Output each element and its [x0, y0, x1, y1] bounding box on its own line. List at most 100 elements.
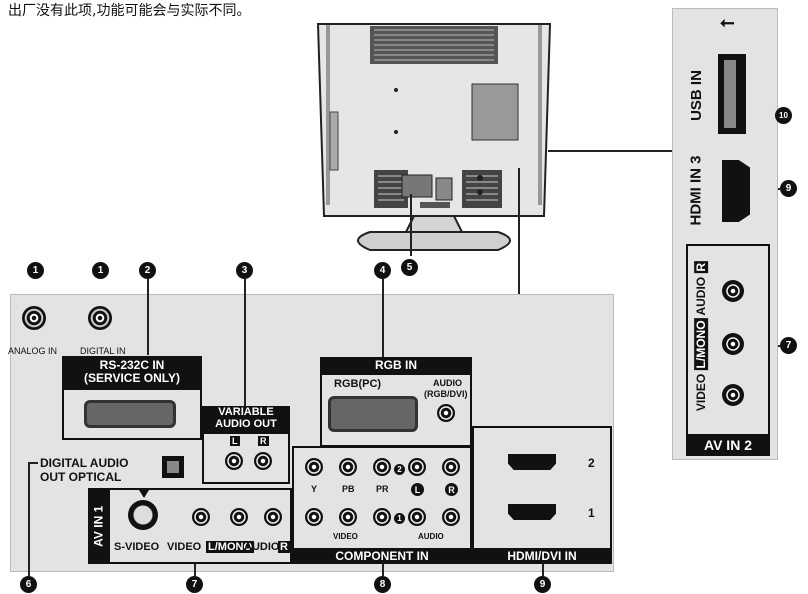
- callout-9-side: 9: [780, 180, 797, 197]
- component-y-label: Y: [311, 484, 318, 494]
- callout-10: 10: [775, 107, 792, 124]
- header-caption: 出厂没有此项,功能可能会与实际不同。: [8, 3, 251, 19]
- optical-port[interactable]: [162, 456, 184, 478]
- usb-in-text: USB IN: [687, 69, 705, 121]
- component-audio-small-label: AUDIO: [418, 532, 444, 541]
- analog-in-jack[interactable]: [22, 306, 46, 330]
- rgb-audio-line1: AUDIO: [433, 378, 462, 388]
- av1-audio-label: AUDIO: [244, 541, 280, 553]
- av1-r-label: R: [278, 541, 290, 553]
- rgb-pc-port[interactable]: [328, 396, 418, 432]
- digital-audio-line1: DIGITAL AUDIO: [40, 456, 129, 470]
- callout-1-digital: 1: [92, 262, 109, 279]
- line-to-side-panel: [548, 150, 672, 152]
- av-in-2-footer: AV IN 2: [686, 434, 770, 456]
- av2-audio-r-jack[interactable]: [722, 280, 744, 302]
- component-row2-mark: 2: [394, 464, 405, 475]
- rgb-audio-jack[interactable]: [437, 404, 455, 422]
- av-audio-l-jack[interactable]: [408, 508, 426, 526]
- component-in-footer: COMPONENT IN: [292, 548, 472, 564]
- line-8: [382, 564, 384, 576]
- av-video-jack-2[interactable]: [339, 508, 357, 526]
- av-in-1-label: AV IN 1: [91, 505, 106, 547]
- line-5: [410, 194, 412, 256]
- hdmi-in-3-label: HDMI IN 3: [674, 140, 718, 240]
- av2-label-row: VIDEO L/MONO AUDIO R: [694, 260, 709, 412]
- rs232c-line1: RS-232C IN: [99, 358, 165, 373]
- rs232c-header: RS-232C IN (SERVICE ONLY): [62, 356, 202, 388]
- av2-label-column: VIDEO L/MONO AUDIO R: [688, 246, 714, 426]
- av-row-jack-3[interactable]: [373, 508, 391, 526]
- variable-l-label: L: [230, 436, 240, 446]
- av2-audio-l-jack[interactable]: [722, 333, 744, 355]
- variable-audio-box: [202, 432, 290, 484]
- line-6h: [28, 462, 38, 464]
- tv-illustration: [312, 20, 557, 260]
- av1-video-jack[interactable]: [192, 508, 210, 526]
- analog-in-label: ANALOG IN: [8, 346, 58, 356]
- rgb-in-header: RGB IN: [320, 357, 472, 373]
- svideo-jack[interactable]: [128, 500, 158, 530]
- hdmi-in-3-text: HDMI IN 3: [687, 154, 705, 226]
- component-pb-label: PB: [342, 484, 355, 494]
- rs232c-line2: (SERVICE ONLY): [83, 371, 181, 385]
- variable-audio-l-jack[interactable]: [225, 452, 243, 470]
- av2-r-label: R: [694, 260, 709, 274]
- usb-in-label: USB IN: [674, 50, 718, 140]
- component-y-jack[interactable]: [305, 458, 323, 476]
- svideo-arrow-icon: [139, 490, 149, 498]
- hdmi-dvi-box: [472, 426, 612, 550]
- callout-1-analog: 1: [27, 262, 44, 279]
- component-row1-mark: 1: [394, 513, 405, 524]
- av1-audio-l-jack[interactable]: [230, 508, 248, 526]
- component-audio-r-jack[interactable]: [442, 458, 460, 476]
- av-video-jack[interactable]: [305, 508, 323, 526]
- av1-audio-r-jack[interactable]: [264, 508, 282, 526]
- av-in-1-label-box: AV IN 1: [88, 488, 110, 564]
- variable-line2: AUDIO OUT: [215, 418, 277, 430]
- variable-audio-header: VARIABLE AUDIO OUT: [202, 406, 290, 432]
- variable-audio-r-jack[interactable]: [254, 452, 272, 470]
- rs232c-port[interactable]: [84, 400, 176, 428]
- usb-icon: ⭠: [720, 12, 735, 32]
- av-audio-r-jack[interactable]: [442, 508, 460, 526]
- callout-4: 4: [374, 262, 391, 279]
- rgb-audio-line2: (RGB/DVI): [424, 389, 468, 399]
- line-3: [244, 279, 246, 407]
- hdmi-2-port[interactable]: [508, 454, 556, 470]
- callout-3: 3: [236, 262, 253, 279]
- component-l-badge: L: [411, 483, 424, 496]
- av2-audio-label: AUDIO: [694, 276, 709, 316]
- component-pr-jack[interactable]: [373, 458, 391, 476]
- digital-in-jack[interactable]: [88, 306, 112, 330]
- component-pb-jack[interactable]: [339, 458, 357, 476]
- component-r-badge: R: [445, 483, 458, 496]
- callout-6: 6: [20, 576, 37, 593]
- component-audio-l-jack[interactable]: [408, 458, 426, 476]
- line-2: [147, 279, 149, 355]
- svideo-label: S-VIDEO: [114, 541, 160, 553]
- callout-2: 2: [139, 262, 156, 279]
- rs232c-box: [62, 388, 202, 440]
- av2-video-label: VIDEO: [694, 373, 709, 412]
- variable-line1: VARIABLE: [218, 406, 274, 419]
- av2-video-jack[interactable]: [722, 384, 744, 406]
- hdmi-1-port[interactable]: [508, 504, 556, 520]
- hdmi-dvi-footer: HDMI/DVI IN: [472, 548, 612, 564]
- av1-video-label: VIDEO: [167, 541, 202, 553]
- digital-audio-line2: OUT OPTICAL: [40, 470, 122, 484]
- av1-lmono-label: L/MONO: [206, 541, 254, 553]
- component-pr-label: PR: [376, 484, 389, 494]
- component-video-small-label: VIDEO: [333, 532, 358, 541]
- usb-in-port[interactable]: [718, 54, 746, 134]
- digital-in-label: DIGITAL IN: [80, 346, 126, 356]
- line-7: [194, 564, 196, 576]
- callout-7-side: 7: [780, 337, 797, 354]
- hdmi-in-3-port[interactable]: [722, 160, 750, 222]
- hdmi-1-number: 1: [588, 506, 595, 520]
- variable-r-label: R: [258, 436, 269, 446]
- line-main-panel: [518, 168, 520, 294]
- hdmi-2-number: 2: [588, 456, 595, 470]
- rgb-pc-label: RGB(PC): [334, 378, 382, 390]
- callout-5: 5: [401, 259, 418, 276]
